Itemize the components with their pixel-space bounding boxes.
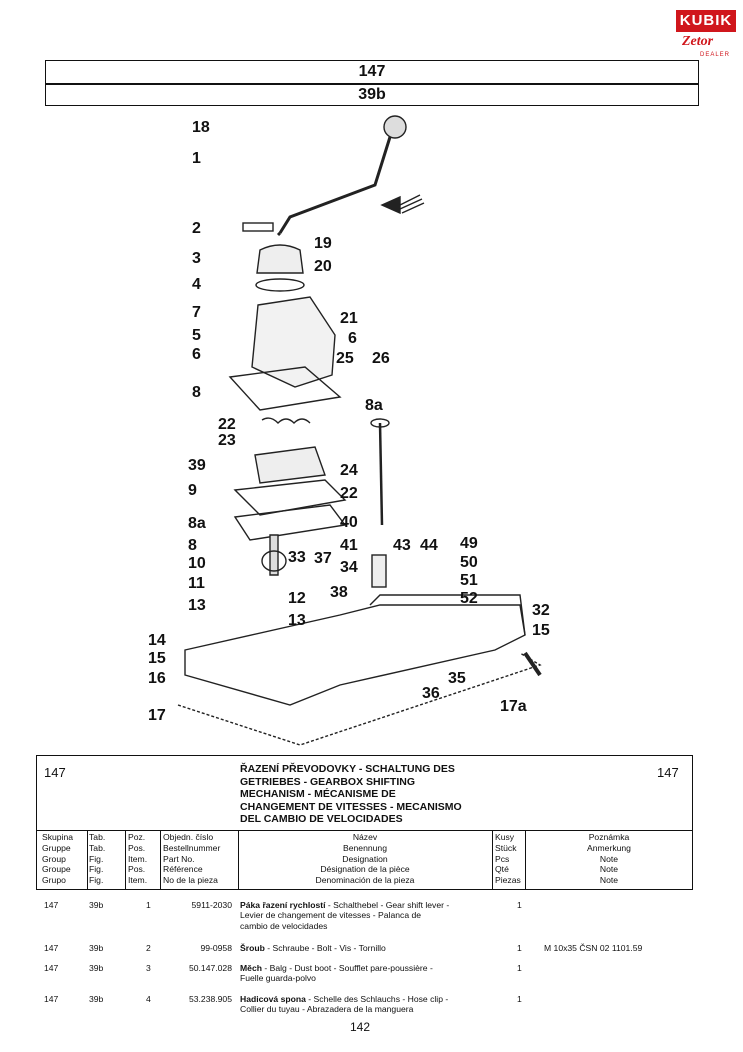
callout: 39 [188, 457, 206, 474]
callout: 52 [460, 590, 478, 607]
callout: 4 [192, 276, 201, 293]
group-number-box: 147 [45, 60, 699, 84]
callout: 6 [192, 346, 201, 363]
col-divider [238, 830, 239, 890]
title-line: GETRIEBES - GEARBOX SHIFTING [240, 775, 416, 788]
table-divider [36, 830, 693, 831]
title-line: ŘAZENÍ PŘEVODOVKY - SCHALTUNG DES [240, 763, 455, 775]
callout: 15 [148, 650, 166, 667]
kubik-zetor-logo: KUBIK Zetor DEALER [676, 10, 736, 62]
col-header-poz: Poz.Pos.Item.Pos.Item. [128, 832, 148, 886]
callout: 23 [218, 432, 236, 449]
callout: 7 [192, 304, 201, 321]
callout: 40 [340, 514, 358, 531]
callout: 17 [148, 707, 166, 724]
callout: 22 [340, 485, 358, 502]
table-row: 147 39b 3 50.147.028 Měch - Balg - Dust … [44, 963, 522, 984]
table-number-box: 39b [45, 84, 699, 106]
section-title: ŘAZENÍ PŘEVODOVKY - SCHALTUNG DES GETRIE… [240, 763, 500, 826]
page-number: 142 [350, 1020, 371, 1034]
callout: 12 [288, 590, 306, 607]
callout: 24 [340, 462, 358, 479]
callout: 5 [192, 327, 201, 344]
logo-sub: Zetor [682, 34, 714, 49]
callout: 2 [192, 220, 201, 237]
callout: 1 [192, 150, 201, 167]
callout: 43 [393, 537, 411, 554]
callout: 22 [218, 416, 236, 433]
title-line: MECHANISM - MÉCANISME DE [240, 788, 396, 801]
exploded-diagram: 18 1 2 19 3 20 4 7 21 5 6 6 25 26 8 8a 2… [148, 115, 550, 746]
group-number: 147 [358, 63, 386, 80]
callout: 34 [340, 559, 358, 576]
callout: 13 [188, 597, 206, 614]
col-divider [160, 830, 161, 890]
group-left: 147 [44, 765, 66, 780]
callout-labels: 18 1 2 19 3 20 4 7 21 5 6 6 25 26 8 8a 2… [148, 119, 550, 724]
col-header-tab: Tab.Tab.Fig.Fig.Fig. [89, 832, 106, 886]
parts-table [36, 755, 693, 890]
callout: 11 [188, 575, 205, 592]
logo-tag: DEALER [700, 52, 731, 58]
logo-brand: KUBIK [676, 10, 736, 32]
callout: 32 [532, 602, 550, 619]
callout: 26 [372, 350, 390, 367]
callout: 19 [314, 235, 332, 252]
table-row: 147 39b 2 99-0958 Šroub - Schraube - Bol… [44, 943, 643, 953]
callout: 49 [460, 535, 478, 552]
callout: 16 [148, 670, 166, 687]
title-line: DEL CAMBIO DE VELOCIDADES [240, 813, 403, 826]
callout: 18 [192, 119, 210, 136]
callout: 6 [348, 330, 357, 347]
col-divider [492, 830, 493, 890]
group-right: 147 [657, 765, 679, 780]
callout: 41 [340, 537, 358, 554]
callout: 3 [192, 250, 201, 267]
callout: 8a [188, 515, 206, 532]
callout: 9 [188, 482, 197, 499]
callout: 51 [460, 572, 478, 589]
col-divider [87, 830, 88, 890]
table-row: 147 39b 4 53.238.905 Hadicová spona - Sc… [44, 994, 522, 1015]
title-line: CHANGEMENT DE VITESSES - MECANISMO [240, 800, 462, 813]
callout: 13 [288, 612, 306, 629]
col-divider [125, 830, 126, 890]
callout: 44 [420, 537, 438, 554]
callout: 38 [330, 584, 348, 601]
callout: 14 [148, 632, 166, 649]
callout: 37 [314, 550, 332, 567]
callout: 20 [314, 258, 332, 275]
callout: 8 [192, 384, 201, 401]
callout: 10 [188, 555, 206, 572]
table-row: 147 39b 1 5911-2030 Páka řazení rychlost… [44, 900, 522, 931]
callout: 33 [288, 549, 306, 566]
callout: 36 [422, 685, 440, 702]
callout: 15 [532, 622, 550, 639]
table-number: 39b [358, 86, 386, 103]
callout: 35 [448, 670, 466, 687]
col-divider [525, 830, 526, 890]
callout: 21 [340, 310, 358, 327]
callout: 50 [460, 554, 478, 571]
callout: 25 [336, 350, 354, 367]
callout: 8a [365, 397, 383, 414]
callout: 8 [188, 537, 197, 554]
callout: 17a [500, 698, 527, 715]
